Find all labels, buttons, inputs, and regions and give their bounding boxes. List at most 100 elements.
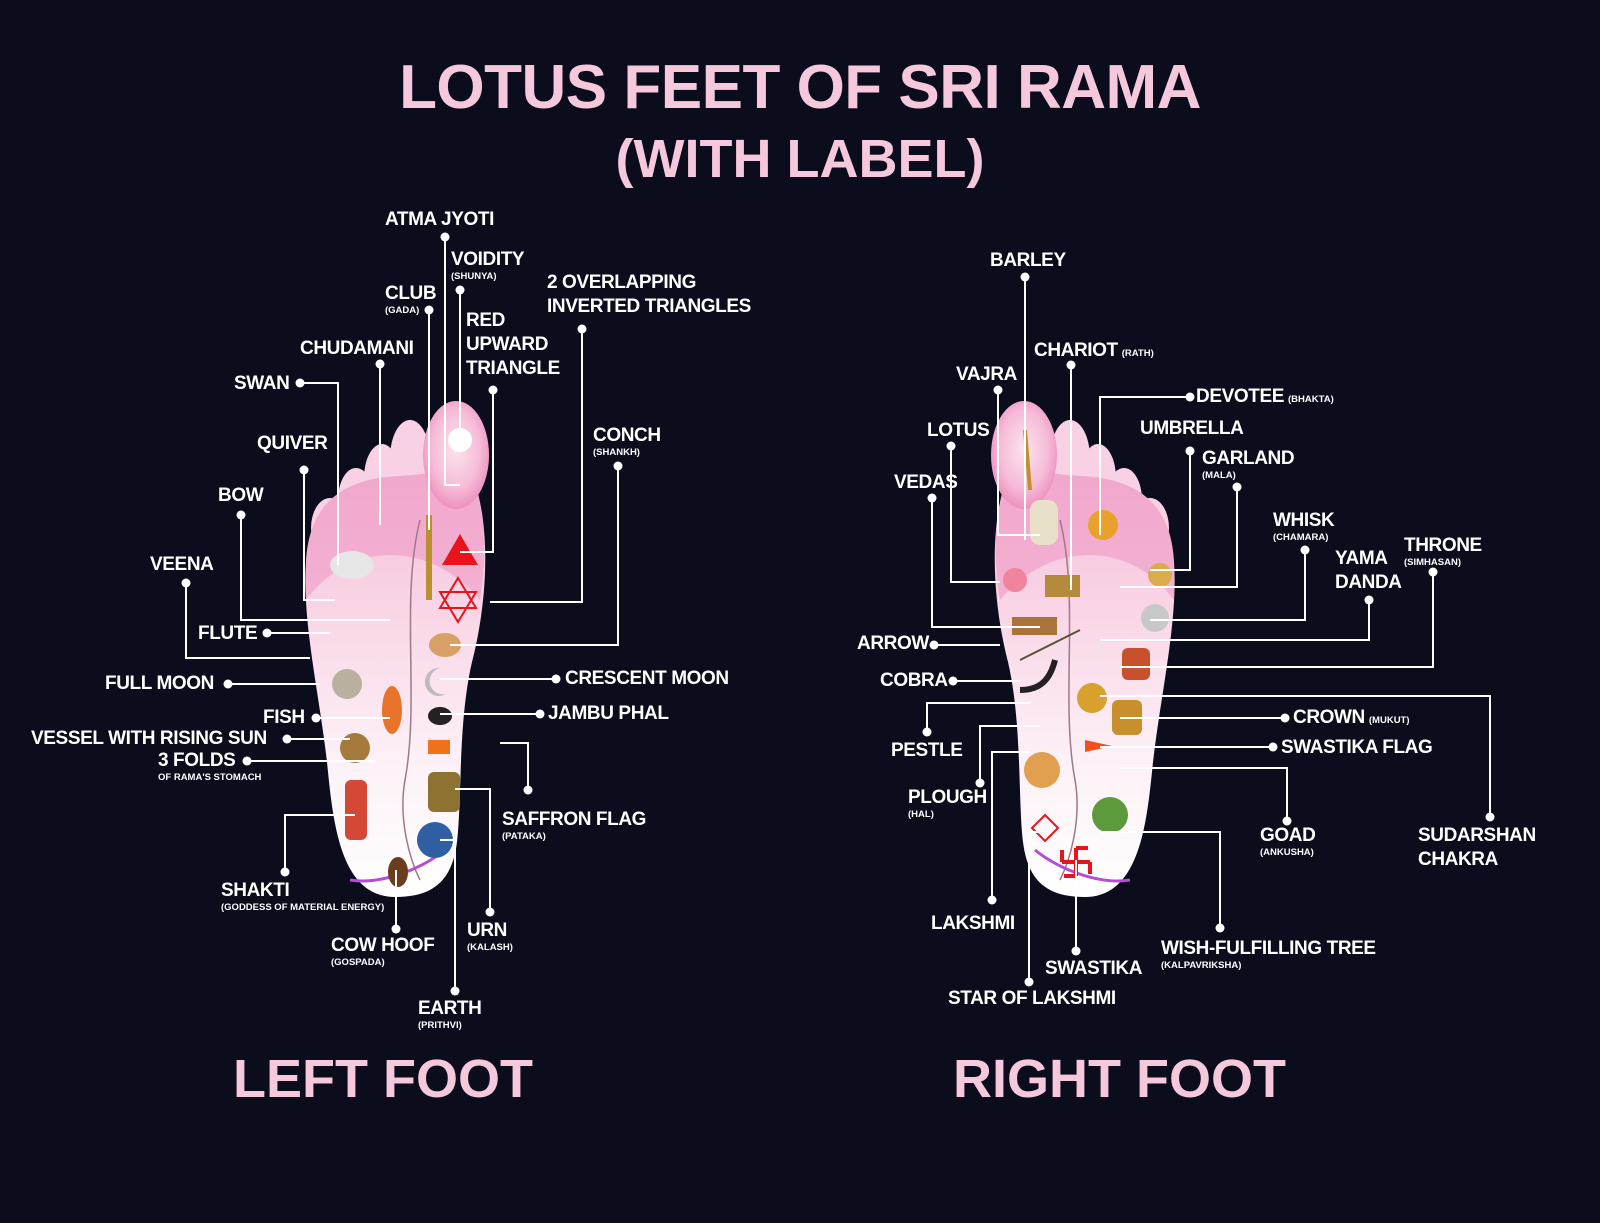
lotus-symbol (1003, 568, 1027, 592)
label-text: VEDAS (894, 472, 958, 493)
label-text: SAFFRON FLAG (502, 809, 647, 830)
label-subtext: (KALASH) (467, 942, 513, 953)
label-wish-fulfilling-tree: WISH-FULFILLING TREE(KALPAVRIKSHA) (1161, 937, 1376, 971)
label-text: SHAKTI (221, 880, 290, 901)
label-text: URN (467, 920, 507, 941)
label-subtext: (RATH) (1121, 348, 1154, 359)
label-text: FULL MOON (105, 673, 214, 694)
label-text: GOAD (1260, 825, 1316, 846)
label-cow-hoof: COW HOOF(GOSPADA) (331, 934, 435, 968)
label-text: YAMA (1335, 548, 1388, 569)
label-subtext: (GODDESS OF MATERIAL ENERGY) (221, 902, 385, 913)
cow-hoof-symbol (388, 857, 408, 887)
label-text: THRONE (1404, 535, 1482, 556)
label-subtext: (KALPAVRIKSHA) (1161, 960, 1242, 971)
label-text: CHAKRA (1418, 849, 1498, 870)
devotee-symbol (1088, 510, 1118, 540)
label-text: CONCH (593, 425, 661, 446)
label-whisk: WHISK(CHAMARA) (1273, 509, 1335, 543)
page-subtitle: (WITH LABEL) (615, 129, 985, 189)
leader-lines (185, 237, 1491, 991)
label-bow: BOW (218, 484, 264, 508)
label-subtext: OF RAMA'S STOMACH (158, 772, 262, 783)
hexagram-symbol (438, 576, 478, 624)
label-barley: BARLEY (990, 249, 1066, 273)
label-text: TRIANGLE (466, 358, 560, 379)
label-text: SWAN (234, 373, 290, 394)
label-devotee: DEVOTEE(BHAKTA) (1196, 385, 1334, 412)
urn-symbol (428, 772, 460, 812)
label-quiver: QUIVER (257, 432, 328, 456)
label-text: JAMBU PHAL (548, 703, 669, 724)
swastika-flag-symbol (1085, 740, 1112, 752)
vajra-symbol (1030, 500, 1058, 545)
fish-symbol (382, 686, 402, 734)
label-subtext: (ANKUSHA) (1260, 847, 1314, 858)
label-subtext: (BHAKTA) (1288, 394, 1334, 405)
label-crown: CROWN(MUKUT) (1293, 706, 1410, 733)
label-text: COBRA (880, 670, 948, 691)
crescent-symbol (424, 667, 446, 696)
label-cobra: COBRA (880, 669, 948, 693)
label-goad: GOAD(ANKUSHA) (1260, 824, 1316, 858)
label-text: UMBRELLA (1140, 418, 1244, 439)
label-text: VAJRA (956, 364, 1017, 385)
label-subtext: (PRITHVI) (418, 1020, 462, 1031)
label-text: RED (466, 310, 505, 331)
label-text: ATMA JYOTI (385, 209, 494, 230)
label-text: VOIDITY (451, 249, 525, 270)
label-text: FLUTE (198, 623, 258, 644)
label-text: SWASTIKA (1045, 958, 1143, 979)
jambu-phal-symbol (428, 707, 452, 725)
label-text: FISH (263, 707, 305, 728)
label-text: ARROW (857, 633, 929, 654)
leader-dots (181, 232, 1495, 996)
label-shakti: SHAKTI(GODDESS OF MATERIAL ENERGY) (221, 879, 384, 913)
label-vessel-rising-sun: VESSEL WITH RISING SUN (31, 727, 267, 751)
label-text: UPWARD (466, 334, 549, 355)
label-flute: FLUTE (198, 622, 258, 646)
throne-symbol (1122, 648, 1150, 680)
label-text: 3 FOLDS (158, 750, 236, 771)
label-text: BOW (218, 485, 264, 506)
whisk-symbol (1141, 604, 1169, 632)
label-text: INVERTED TRIANGLES (547, 296, 751, 317)
label-text: CROWN (1293, 707, 1365, 728)
label-text: WHISK (1273, 510, 1335, 531)
label-crescent-moon: CRESCENT MOON (565, 667, 729, 691)
label-subtext: (GADA) (385, 305, 420, 316)
label-text: VEENA (150, 554, 214, 575)
label-swan: SWAN (234, 372, 290, 396)
label-throne: THRONE(SIMHASAN) (1404, 534, 1482, 568)
label-text: BARLEY (990, 250, 1066, 271)
label-subtext: (HAL) (908, 809, 934, 820)
label-subtext: (MALA) (1202, 470, 1236, 481)
label-garland: GARLAND(MALA) (1202, 447, 1295, 481)
page-title: LOTUS FEET OF SRI RAMA (399, 53, 1201, 122)
label-umbrella: UMBRELLA (1140, 417, 1244, 441)
label-text: SWASTIKA FLAG (1281, 737, 1433, 758)
label-vajra: VAJRA (956, 363, 1017, 387)
label-subtext: (SHUNYA) (451, 271, 497, 282)
label-text: 2 OVERLAPPING (547, 272, 696, 293)
club-symbol (426, 515, 432, 600)
cobra-symbol (1019, 659, 1058, 693)
lakshmi-symbol (1024, 752, 1060, 788)
label-subtext: (PATAKA) (502, 831, 546, 842)
label-subtext: (GOSPADA) (331, 957, 385, 968)
label-chudamani: CHUDAMANI (300, 337, 414, 361)
right-foot-heading: RIGHT FOOT (953, 1049, 1286, 1109)
right-foot-symbols (1003, 429, 1172, 878)
label-text: LOTUS (927, 420, 990, 441)
label-pestle: PESTLE (891, 739, 963, 763)
label-text: PLOUGH (908, 787, 987, 808)
label-subtext: (SIMHASAN) (1404, 557, 1461, 568)
label-atma-jyoti: ATMA JYOTI (385, 208, 494, 232)
label-text: CRESCENT MOON (565, 668, 729, 689)
label-text: VESSEL WITH RISING SUN (31, 728, 267, 749)
label-urn: URN(KALASH) (467, 919, 513, 953)
label-earth: EARTH(PRITHVI) (418, 997, 482, 1031)
label-overlapping-triangles: 2 OVERLAPPING INVERTED TRIANGLES (547, 271, 751, 319)
label-text: QUIVER (257, 433, 328, 454)
